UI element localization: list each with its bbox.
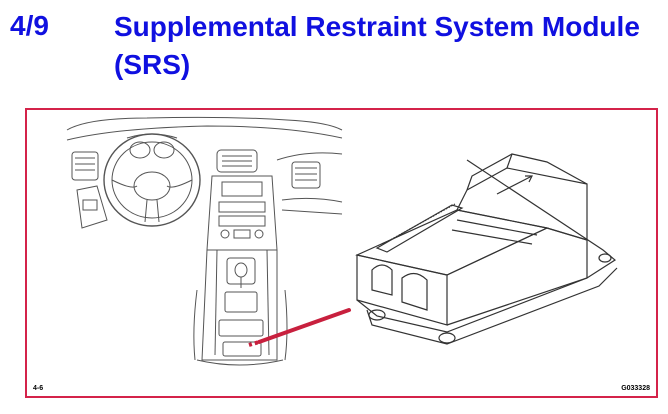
section-number: 4/9 — [10, 10, 49, 41]
illustration — [66, 116, 618, 366]
figure-reference-label: 4-6 — [33, 385, 44, 392]
figure-code-label: G033328 — [621, 385, 650, 392]
figure-frame: 4-6 G033328 — [25, 108, 658, 398]
page-title: Supplemental Restraint System Module (SR… — [114, 11, 640, 80]
dashboard-line-art — [66, 116, 343, 366]
location-pointer — [248, 308, 351, 347]
srs-module-line-art — [355, 153, 618, 345]
